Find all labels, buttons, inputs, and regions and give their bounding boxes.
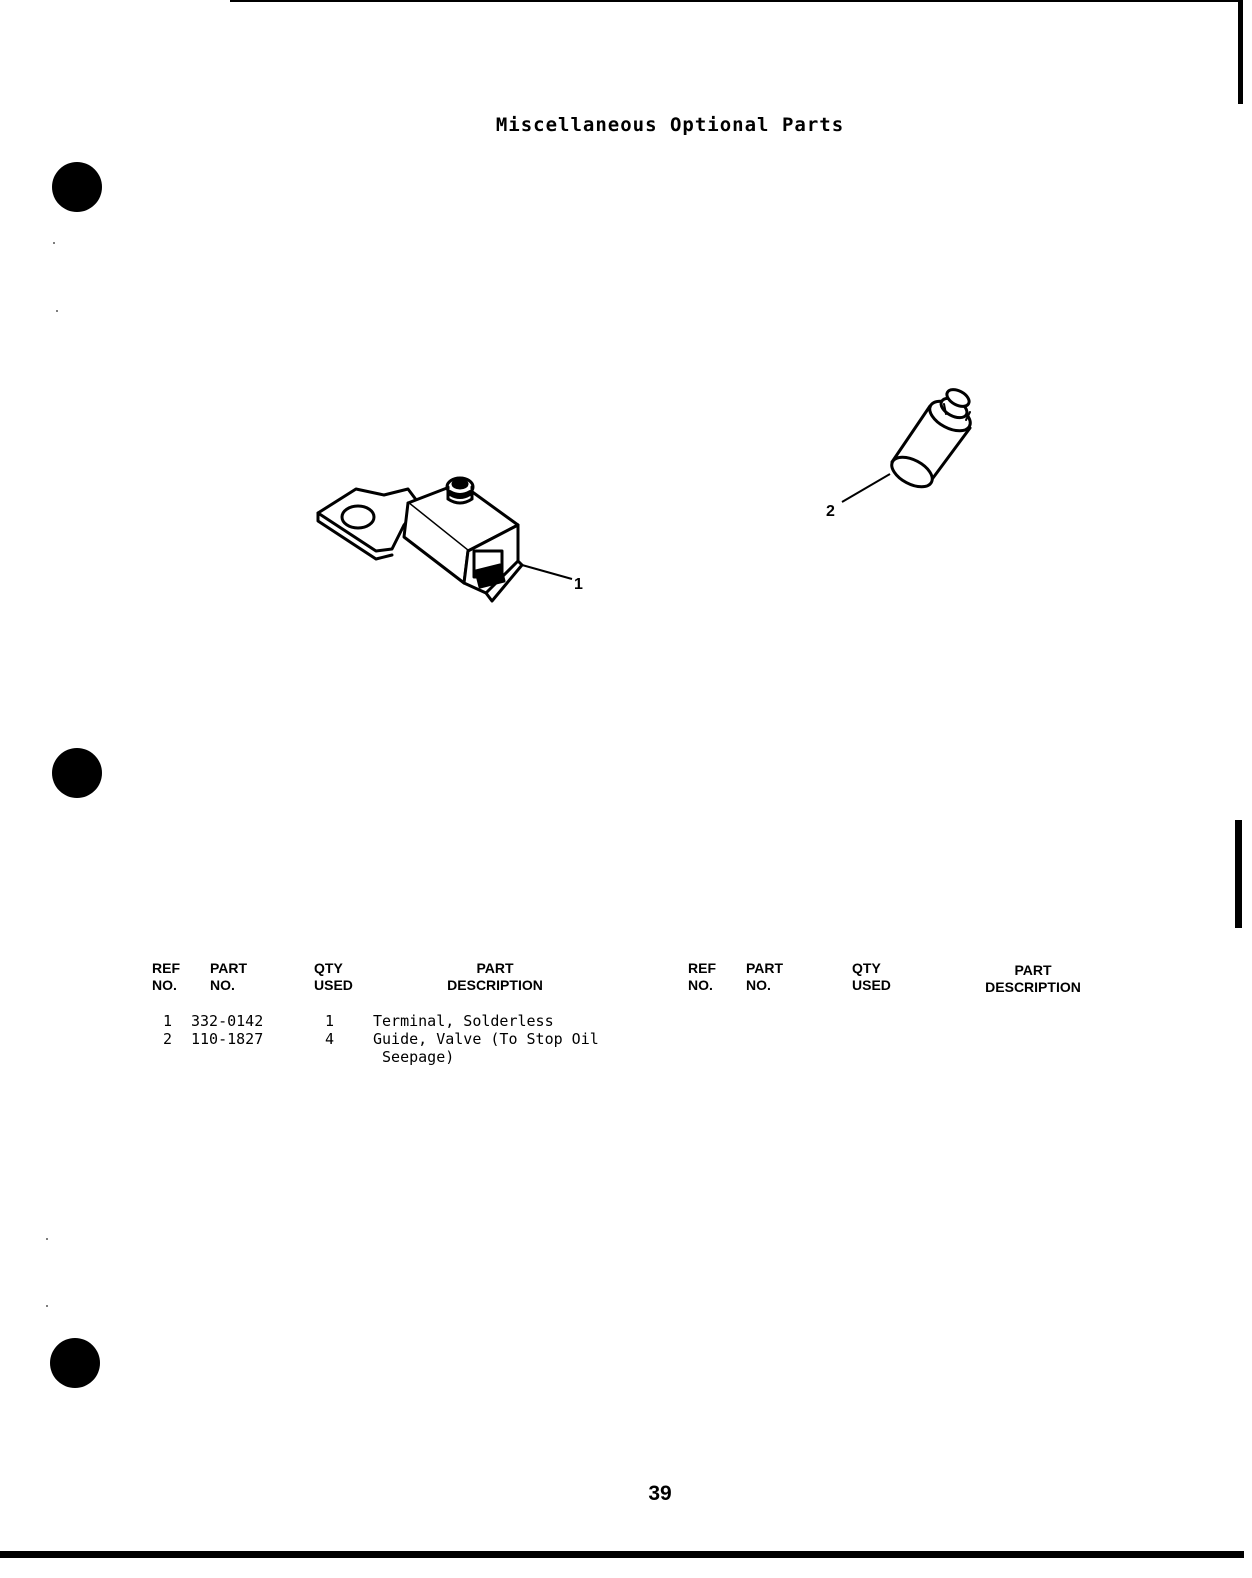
page-title: Miscellaneous Optional Parts [495, 114, 845, 136]
binder-hole-top [52, 162, 102, 212]
binder-hole-bottom [50, 1338, 100, 1388]
scan-speck [53, 242, 55, 244]
row-qty: 4 [325, 1030, 335, 1048]
page-border-top [230, 0, 1240, 2]
header-part-no-right: PART NO. [746, 960, 784, 993]
page-border-bottom [0, 1551, 1244, 1558]
header-ref-no-left: REF NO. [152, 960, 180, 993]
row-part-no: 110-1827 [191, 1030, 264, 1048]
callout-2: 2 [826, 503, 835, 520]
row-description: Guide, Valve (To Stop Oil Seepage) [373, 1030, 599, 1066]
scan-speck [46, 1238, 48, 1240]
binder-hole-middle [52, 748, 102, 798]
header-ref-no-right: REF NO. [688, 960, 716, 993]
header-part-description-right: PART DESCRIPTION [985, 962, 1081, 995]
row-description: Terminal, Solderless [373, 1012, 554, 1030]
header-part-no-left: PART NO. [210, 960, 248, 993]
valve-guide-illustration [841, 388, 972, 503]
header-qty-used-right: QTY USED [852, 960, 891, 993]
header-part-description-left: PART DESCRIPTION [447, 960, 543, 993]
row-ref-no: 1 [163, 1012, 173, 1030]
terminal-solderless-illustration [316, 476, 573, 603]
row-ref-no: 2 [163, 1030, 173, 1048]
callout-1: 1 [574, 576, 583, 593]
row-part-no: 332-0142 [191, 1012, 264, 1030]
row-qty: 1 [325, 1012, 335, 1030]
page-border-right-middle [1235, 820, 1242, 928]
scan-speck [56, 310, 58, 312]
scan-speck [46, 1305, 48, 1307]
header-qty-used-left: QTY USED [314, 960, 353, 993]
page-number: 39 [648, 1482, 672, 1505]
page-border-right-upper [1238, 0, 1243, 104]
